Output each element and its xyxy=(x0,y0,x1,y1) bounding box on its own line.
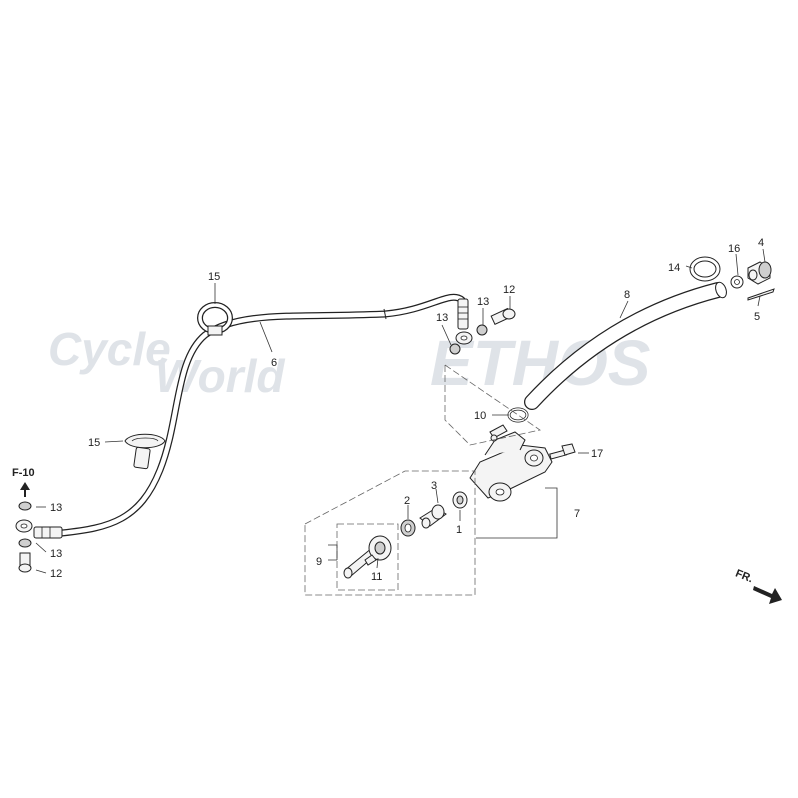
front-arrow-icon xyxy=(753,586,782,604)
bracket-lines xyxy=(328,487,558,561)
label-16: 16 xyxy=(728,243,740,255)
label-14: 14 xyxy=(668,262,680,274)
assembly-frames xyxy=(304,364,541,596)
front-label: FR. xyxy=(734,568,755,586)
f10-label: F-10 xyxy=(12,467,35,479)
watermark-line-1: Cycle xyxy=(48,323,171,375)
label-6: 6 xyxy=(271,357,277,369)
label-12-left: 12 xyxy=(50,568,62,580)
label-17: 17 xyxy=(591,448,603,460)
watermark-cycle-world: Cycle World xyxy=(48,323,285,402)
f10-reference: F-10 xyxy=(12,467,35,497)
hose-band-top xyxy=(197,302,233,336)
up-arrow-icon xyxy=(20,482,30,490)
label-13-top-b: 13 xyxy=(477,296,489,308)
label-3: 3 xyxy=(431,480,437,492)
label-7: 7 xyxy=(574,508,580,520)
banjo-bolt-left xyxy=(18,501,32,573)
banjo-bolt-top xyxy=(449,307,516,355)
push-rod-set xyxy=(343,535,392,579)
watermark-line-2: World xyxy=(155,350,285,402)
leader-lines xyxy=(35,248,766,574)
clutch-hose xyxy=(15,293,473,539)
label-11: 11 xyxy=(371,571,382,583)
piston-parts xyxy=(400,491,468,537)
label-15-left: 15 xyxy=(88,437,100,449)
label-12-top: 12 xyxy=(503,284,515,296)
label-13-left-b: 13 xyxy=(50,548,62,560)
reservoir-joint xyxy=(730,261,775,301)
hose-band-left xyxy=(124,433,166,470)
part-numbers: 15 15 6 8 13 13 12 14 16 4 5 10 17 3 2 1… xyxy=(50,237,764,583)
label-10: 10 xyxy=(474,410,486,422)
front-direction: FR. xyxy=(734,568,782,604)
label-2: 2 xyxy=(404,495,410,507)
label-5: 5 xyxy=(754,311,760,323)
label-8: 8 xyxy=(624,289,630,301)
label-13-top-a: 13 xyxy=(436,312,448,324)
reservoir-hose xyxy=(524,281,727,410)
clutch-master-cylinder xyxy=(469,424,576,502)
label-4: 4 xyxy=(758,237,764,249)
hose-clamp xyxy=(689,256,721,282)
label-15-top: 15 xyxy=(208,271,220,283)
label-9: 9 xyxy=(316,556,322,568)
label-13-left-a: 13 xyxy=(50,502,62,514)
label-1: 1 xyxy=(456,524,462,536)
